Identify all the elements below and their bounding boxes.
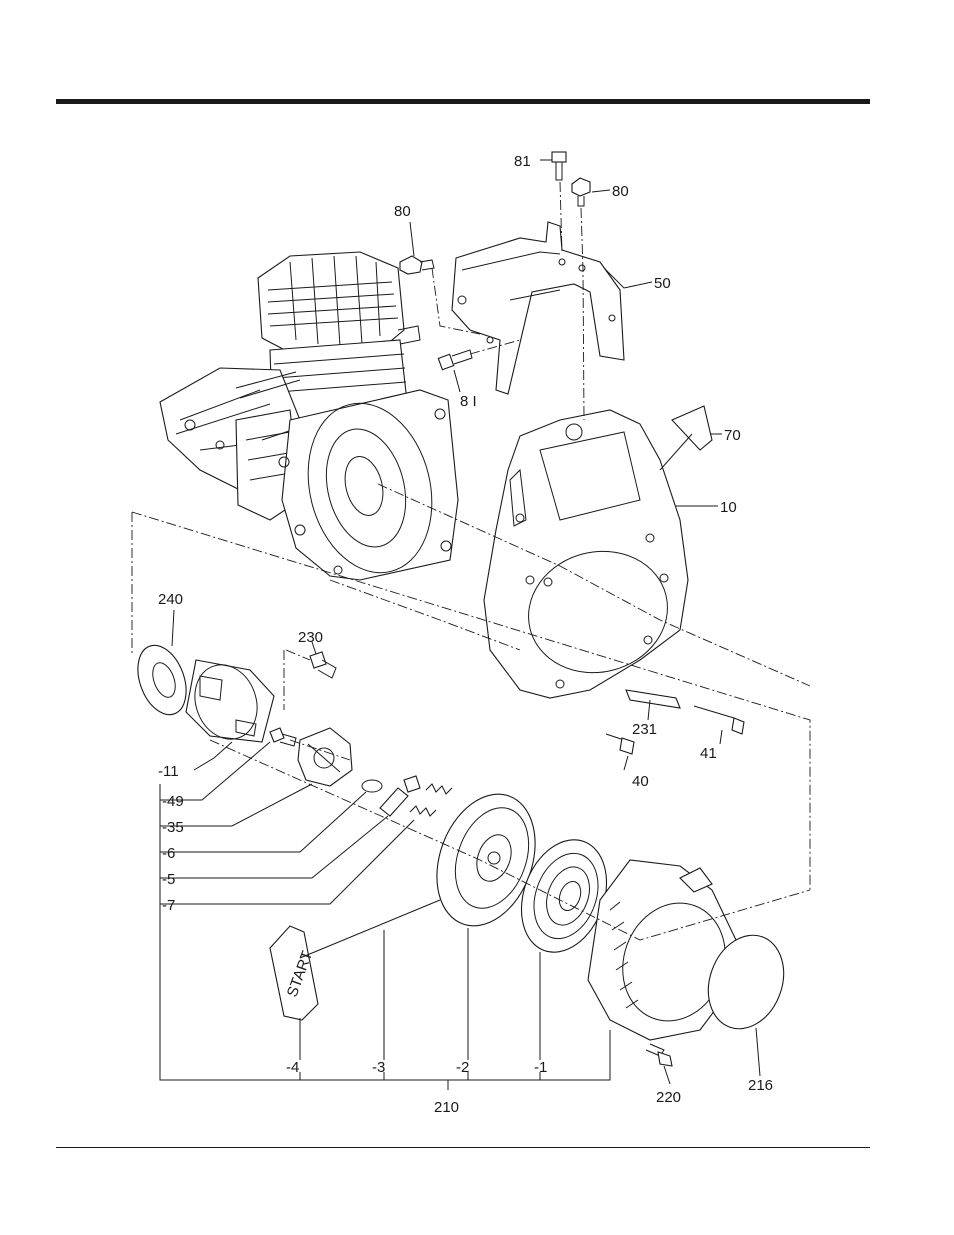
callout-40: 40 [632,773,649,790]
callout-230: 230 [298,629,323,646]
bolt-230 [310,652,336,678]
bolt-220 [646,1044,672,1066]
bolt-81-top [552,152,566,180]
ring-6 [362,780,382,792]
upper-shroud-50 [452,222,624,394]
callout-35: -35 [162,819,184,836]
start-handle-4: START [270,926,318,1020]
callout-81-mid: 8 I [460,393,477,410]
starter-rope-3 [300,900,440,958]
callout-210: 210 [434,1099,459,1116]
callout-49: -49 [162,793,184,810]
bracket-231 [626,690,680,708]
bolt-41 [694,706,744,734]
callout-240: 240 [158,591,183,608]
callout-220: 220 [656,1089,681,1106]
callout-7: -7 [162,897,175,914]
callout-50: 50 [654,275,671,292]
bolt-80-right [572,178,590,206]
callout-11: -11 [158,763,179,780]
callout-1: -1 [534,1059,547,1076]
bolt-80-left [400,256,434,274]
callout-4: -4 [286,1059,299,1076]
callout-80-left: 80 [394,203,411,220]
pawl-5 [380,776,420,816]
label-70 [672,406,712,450]
callout-216: 216 [748,1077,773,1094]
callout-6: -6 [162,845,175,862]
callout-70: 70 [724,427,741,444]
starter-flange-240 [129,639,195,722]
callout-80-right: 80 [612,183,629,200]
callout-3: -3 [372,1059,385,1076]
ratchet-35 [298,728,352,786]
fan-housing-10 [484,410,688,698]
starter-pulley-11 [185,656,274,748]
callout-81-top: 81 [514,153,531,170]
bolt-81-mid [438,350,472,370]
callout-5: -5 [162,871,175,888]
callout-2: -2 [456,1059,469,1076]
bolt-49 [270,728,296,746]
callout-231: 231 [632,721,657,738]
bolt-40 [606,734,634,754]
callout-41: 41 [700,745,717,762]
callout-10: 10 [720,499,737,516]
engine-assembly [160,252,458,586]
